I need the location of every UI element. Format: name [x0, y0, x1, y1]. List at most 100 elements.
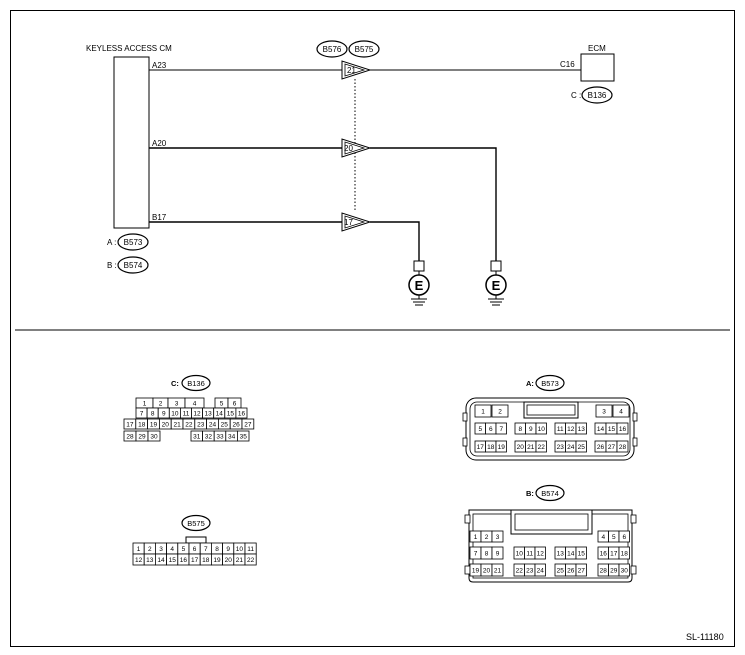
b136-pin-number: 11 [183, 410, 190, 417]
b574-pin-number: 2 [485, 534, 489, 541]
b573-pin-number: 24 [567, 444, 575, 451]
b136-pin-number: 9 [162, 410, 166, 417]
b136-pin-number: 22 [185, 421, 193, 428]
b574-pin-number: 21 [494, 567, 502, 574]
b575-pin-number: 21 [236, 557, 244, 564]
b136-pin-cell [236, 430, 250, 442]
connector-id-b573: B573 [124, 238, 143, 247]
b136-pin-number: 35 [240, 433, 248, 440]
b136-pin-number: 19 [150, 421, 158, 428]
b136-pin-number: 18 [138, 421, 146, 428]
b575-pin-number: 2 [148, 546, 152, 553]
connector-badge-b575 [348, 40, 380, 58]
b136-pin-number: 8 [151, 410, 155, 417]
b136-pin-number: 34 [228, 433, 236, 440]
connector-prefix-a: A : [107, 238, 116, 247]
b136-pin-number: 16 [238, 410, 246, 417]
b574-pin-number: 3 [496, 534, 500, 541]
b574-pin-number: 17 [610, 550, 618, 557]
module-box [113, 56, 150, 229]
b574-pin-number: 4 [601, 534, 605, 541]
connector-view-prefix-c: C: [171, 379, 179, 388]
b574-pin-cell [618, 546, 630, 560]
ecm-box [580, 53, 615, 82]
b573-pin-cell [612, 404, 630, 418]
terminal-20: 20 [341, 138, 372, 158]
connector-view-prefix-b: B: [526, 489, 534, 498]
connector-badge-b573 [117, 233, 149, 251]
b573-pin-cell [595, 404, 613, 418]
b573-pin-number: 1 [481, 408, 485, 415]
b573-pin-number: 2 [498, 408, 502, 415]
b136-pin-number: 31 [193, 433, 201, 440]
b573-pin-number: 7 [499, 426, 503, 433]
b573-pin-number: 20 [517, 444, 525, 451]
b574-pin-number: 24 [537, 567, 545, 574]
keyless-access-cm: KEYLESS ACCESS CM A23 A20 B17 A : B573 B… [86, 44, 172, 274]
b136-pin-number: 29 [138, 433, 146, 440]
b573-pin-number: 11 [557, 426, 564, 433]
connector-key-b575 [185, 536, 207, 544]
b573-pin-number: 8 [518, 426, 522, 433]
b575-pin-number: 8 [215, 546, 219, 553]
b573-pin-number: 12 [567, 426, 575, 433]
b573-pin-cell [495, 440, 507, 453]
b573-pin-number: 23 [557, 444, 565, 451]
b574-pin-number: 27 [578, 567, 586, 574]
ecm: ECM C16 C : B136 [560, 44, 615, 104]
connector-badge-b576 [316, 40, 348, 58]
b573-pin-number: 18 [487, 444, 495, 451]
b136-pin-number: 20 [162, 421, 170, 428]
b136-pin-number: 15 [227, 410, 235, 417]
b136-pin-number: 5 [220, 400, 224, 407]
terminal-21: 21 [341, 60, 372, 80]
connector-id-b136: B136 [588, 91, 607, 100]
b573-pin-cell [491, 404, 509, 418]
b573-pin-number: 13 [578, 426, 586, 433]
b575-pin-number: 9 [226, 546, 230, 553]
b136-pin-number: 10 [171, 410, 179, 417]
b573-pin-number: 16 [619, 426, 627, 433]
b574-pin-number: 11 [526, 550, 533, 557]
b136-pin-number: 21 [173, 421, 181, 428]
b573-pin-number: 26 [597, 444, 605, 451]
b573-pin-cell [575, 440, 587, 453]
b573-pin-number: 17 [477, 444, 485, 451]
b575-pin-number: 13 [146, 557, 154, 564]
b573-pin-number: 22 [538, 444, 546, 451]
b573-pin-cell [616, 440, 629, 453]
b575-pin-number: 5 [182, 546, 186, 553]
b136-pin-number: 30 [150, 433, 158, 440]
b136-pin-number: 12 [193, 410, 201, 417]
b136-pin-number: 1 [143, 400, 147, 407]
figure-code: SL-11180 [686, 632, 724, 642]
b574-pin-number: 15 [578, 550, 586, 557]
b574-pin-number: 18 [621, 550, 629, 557]
b575-pin-number: 12 [135, 557, 143, 564]
wire-terminal-20-to-ground [370, 147, 497, 261]
b575-pin-number: 11 [247, 546, 254, 553]
b136-pin-number: 32 [205, 433, 213, 440]
b573-pin-number: 21 [527, 444, 535, 451]
b574-pin-number: 23 [526, 567, 534, 574]
b573-pin-cell [575, 422, 587, 435]
b573-pin-number: 9 [529, 426, 533, 433]
ground-symbol-right: E [485, 260, 507, 306]
pin-label-a23: A23 [152, 61, 167, 70]
connector-latch-b573 [523, 401, 579, 419]
b136-pin-number: 7 [140, 410, 144, 417]
b573-pin-number: 4 [619, 408, 623, 415]
connector-view-id-b573: B573 [541, 379, 559, 388]
terminal-number-21: 21 [347, 66, 356, 75]
b574-pin-number: 9 [496, 550, 500, 557]
joint-connector-labels: B576 B575 [316, 40, 380, 58]
b136-pin-number: 3 [175, 400, 179, 407]
b573-pin-cell [495, 422, 507, 435]
ground-label-right: E [492, 278, 501, 293]
b574-pin-number: 25 [557, 567, 565, 574]
terminal-17: 17 [341, 212, 372, 232]
b136-pin-number: 6 [233, 400, 237, 407]
